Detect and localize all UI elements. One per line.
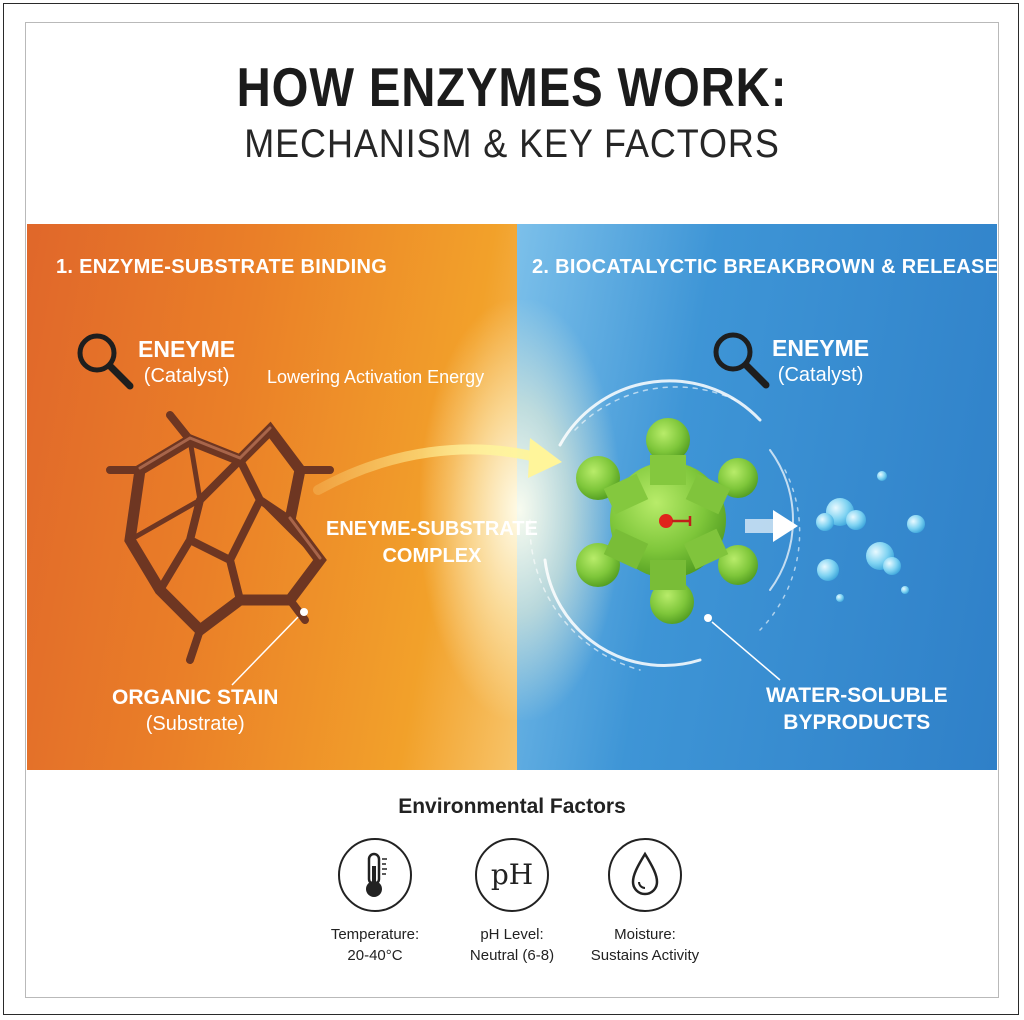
complex-line-2: COMPLEX — [382, 545, 482, 567]
activation-energy-text: Lowering Activation Energy — [267, 367, 485, 387]
molecule-highlight — [138, 426, 322, 560]
ph-icon: pH — [475, 838, 549, 912]
byproducts-label: WATER-SOLUBLE BYPRODUCTS — [766, 682, 948, 736]
release-arrow-icon — [745, 510, 798, 542]
thermometer-icon — [338, 838, 412, 912]
factors-title: Environmental Factors — [398, 795, 626, 818]
magnifier-icon — [77, 333, 134, 390]
inner-frame — [25, 22, 999, 998]
active-site-icon — [659, 514, 692, 528]
stain-label: ORGANIC STAIN (Substrate) — [112, 684, 278, 737]
reaction-arrow-icon — [313, 444, 545, 495]
factor-ph: pH pH Level: Neutral (6-8) — [432, 838, 592, 966]
factor-label: Moisture: — [614, 926, 676, 943]
enzyme-label-left: ENEYME (Catalyst) — [138, 336, 235, 389]
complex-line-1: ENEYME-SUBSTRATE — [326, 518, 538, 540]
byproduct-bubbles — [816, 471, 925, 602]
factor-caption: Temperature: 20-40°C — [295, 924, 455, 966]
factor-caption: Moisture: Sustains Activity — [565, 924, 725, 966]
stain-subtitle: (Substrate) — [145, 713, 245, 735]
byproducts-leader-line — [711, 621, 781, 681]
organic-stain-molecule — [106, 411, 334, 664]
ph-symbol: pH — [490, 858, 534, 891]
factor-value: Sustains Activity — [590, 947, 700, 964]
enzyme-subtitle: (Catalyst) — [143, 365, 230, 387]
magnifier-icon — [713, 332, 770, 389]
byproducts-leader-dot — [704, 614, 712, 622]
complex-label: ENEYME-SUBSTRATE COMPLEX — [326, 516, 538, 570]
transition-glow — [420, 300, 620, 720]
factor-value: Neutral (6-8) — [469, 947, 555, 964]
factor-moisture: Moisture: Sustains Activity — [565, 838, 725, 966]
enzyme-title: ENEYME — [138, 336, 236, 362]
energy-swirl — [529, 379, 801, 671]
page-subtitle: MECHANISM & KEY FACTORS — [244, 122, 780, 166]
stain-leader-dot — [300, 608, 308, 616]
enzyme-label-right: ENEYME (Catalyst) — [772, 335, 869, 388]
factor-caption: pH Level: Neutral (6-8) — [432, 924, 592, 966]
page-title: HOW ENZYMES WORK: — [236, 56, 788, 118]
byproducts-line-2: BYPRODUCTS — [783, 711, 931, 734]
factor-value: 20-40°C — [347, 947, 403, 964]
outer-frame — [3, 3, 1019, 1015]
water-drop-icon — [608, 838, 682, 912]
activation-energy-label: Lowering Activation Energy — [267, 364, 484, 390]
enzyme-title: ENEYME — [772, 335, 870, 361]
factor-temperature: Temperature: 20-40°C — [295, 838, 455, 966]
stain-leader-line — [231, 616, 299, 686]
stain-title: ORGANIC STAIN — [112, 686, 279, 709]
factor-label: Temperature: — [330, 926, 420, 943]
factor-label: pH Level: — [480, 926, 544, 943]
arrow-head-icon — [528, 438, 562, 478]
step-2-heading: 2. BIOCATALYCTIC BREAKBROWN & RELEASE — [532, 256, 999, 278]
enzyme-subtitle: (Catalyst) — [777, 364, 864, 386]
step-1-heading: 1. ENZYME-SUBSTRATE BINDING — [56, 256, 388, 278]
byproducts-line-1: WATER-SOLUBLE — [766, 684, 948, 707]
